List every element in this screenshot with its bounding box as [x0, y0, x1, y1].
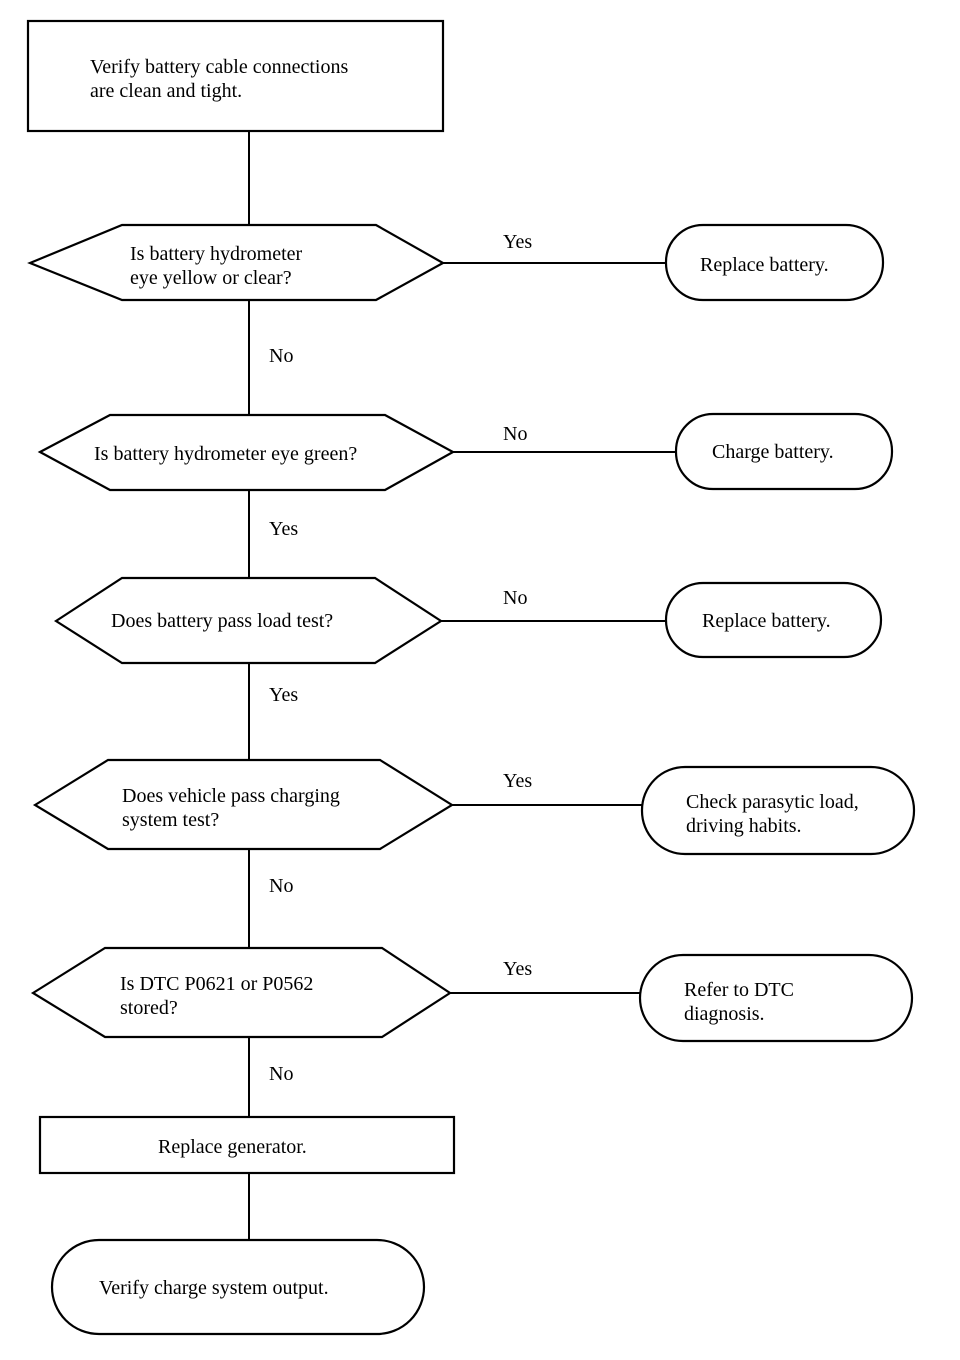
branch-label-q5-no: No [269, 1063, 293, 1085]
terminal-replace-battery-1: Replace battery. [664, 223, 885, 302]
decision-dtc-stored: Is DTC P0621 or P0562 stored? [30, 946, 453, 1039]
decision-dtc-stored-line-2: stored? [120, 997, 178, 1019]
decision-hydrometer-yellow: Is battery hydrometer eye yellow or clea… [27, 223, 446, 302]
terminal-refer-dtc-line-2: diagnosis. [684, 1003, 765, 1025]
terminal-refer-dtc-line-1: Refer to DTC [684, 979, 794, 1001]
terminal-check-parasitic-load: Check parasytic load, driving habits. [640, 765, 916, 856]
branch-label-q3-yes: Yes [269, 684, 298, 706]
decision-charging-test: Does vehicle pass charging system test? [32, 758, 455, 851]
branch-label-q4-no: No [269, 875, 293, 897]
terminal-replace-battery-2-text: Replace battery. [702, 610, 831, 632]
terminal-replace-battery-2: Replace battery. [664, 581, 883, 659]
step-replace-generator: Replace generator. [38, 1115, 456, 1175]
decision-load-test-text: Does battery pass load test? [111, 610, 333, 632]
terminal-charge-battery: Charge battery. [674, 412, 894, 491]
decision-hydrometer-green-text: Is battery hydrometer eye green? [94, 443, 357, 465]
decision-hydrometer-green: Is battery hydrometer eye green? [37, 413, 456, 492]
connectors [248, 131, 676, 1240]
decision-charging-test-line-1: Does vehicle pass charging [122, 785, 340, 807]
terminal-charge-battery-text: Charge battery. [712, 441, 834, 463]
branch-label-q2-yes: Yes [269, 518, 298, 540]
start-step-line-1: Verify battery cable connections [90, 56, 348, 78]
branch-label-q4-yes: Yes [503, 770, 532, 792]
terminal-refer-dtc: Refer to DTC diagnosis. [638, 953, 914, 1043]
decision-charging-test-line-2: system test? [122, 809, 219, 831]
terminal-check-parasitic-load-line-1: Check parasytic load, [686, 791, 859, 813]
start-step-line-2: are clean and tight. [90, 80, 242, 102]
terminal-replace-battery-1-text: Replace battery. [700, 254, 829, 276]
step-replace-generator-text: Replace generator. [158, 1136, 307, 1158]
decision-hydrometer-yellow-line-2: eye yellow or clear? [130, 267, 292, 289]
branch-label-q3-no: No [503, 587, 527, 609]
branch-label-q1-no: No [269, 345, 293, 367]
start-step: Verify battery cable connections are cle… [26, 19, 445, 133]
decision-hydrometer-yellow-line-1: Is battery hydrometer [130, 243, 302, 265]
branch-label-q2-no: No [503, 423, 527, 445]
decision-load-test: Does battery pass load test? [53, 576, 444, 665]
decision-dtc-stored-line-1: Is DTC P0621 or P0562 [120, 973, 313, 995]
terminal-verify-output-text: Verify charge system output. [99, 1277, 329, 1299]
terminal-check-parasitic-load-line-2: driving habits. [686, 815, 802, 837]
branch-label-q1-yes: Yes [503, 231, 532, 253]
terminal-verify-output: Verify charge system output. [50, 1238, 426, 1336]
branch-label-q5-yes: Yes [503, 958, 532, 980]
